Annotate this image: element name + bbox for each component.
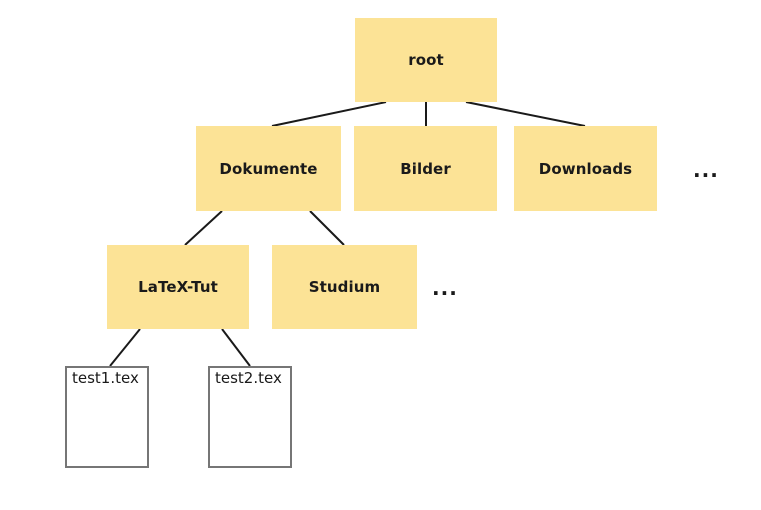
- node-root[interactable]: root: [355, 18, 497, 102]
- edge-root-dokumente: [271, 101, 387, 127]
- node-dokumente-label: Dokumente: [219, 159, 318, 178]
- edge-dokumente-studium: [309, 210, 345, 246]
- edge-root-downloads: [465, 101, 586, 127]
- node-downloads[interactable]: Downloads: [514, 126, 657, 211]
- node-latex-tut-label: LaTeX-Tut: [138, 278, 218, 296]
- node-test1-tex-label: test1.tex: [72, 369, 139, 387]
- node-root-label: root: [408, 51, 444, 69]
- edge-latextut-test1: [109, 328, 141, 367]
- node-dokumente[interactable]: Dokumente: [196, 126, 341, 211]
- node-test1-tex[interactable]: test1.tex: [65, 366, 149, 468]
- node-latex-tut[interactable]: LaTeX-Tut: [107, 245, 249, 329]
- node-bilder-label: Bilder: [400, 159, 451, 178]
- edge-dokumente-latextut: [184, 210, 223, 246]
- node-bilder[interactable]: Bilder: [354, 126, 497, 211]
- edge-latextut-test2: [221, 328, 251, 367]
- node-test2-tex[interactable]: test2.tex: [208, 366, 292, 468]
- node-test2-tex-label: test2.tex: [215, 369, 282, 387]
- ellipsis-level3: ...: [432, 276, 458, 300]
- ellipsis-level2: ...: [693, 158, 719, 182]
- node-downloads-label: Downloads: [538, 159, 633, 178]
- node-studium-label: Studium: [308, 278, 381, 296]
- node-studium[interactable]: Studium: [272, 245, 417, 329]
